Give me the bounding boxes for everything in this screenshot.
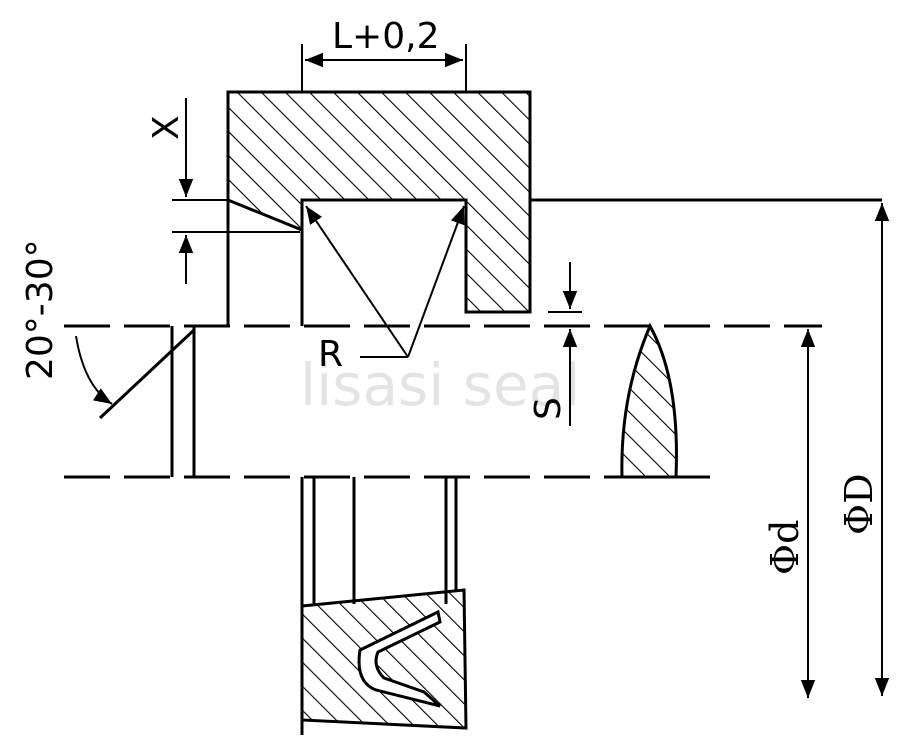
watermark: lisasi seal <box>300 351 580 419</box>
dim-d-label: Φd <box>763 520 807 575</box>
chamfer-angle-line <box>98 328 196 420</box>
dim-D-label: ΦD <box>837 473 881 535</box>
dim-radius-label: R <box>318 334 343 375</box>
seal-lip-section <box>620 322 678 479</box>
radius-leader-left <box>305 205 409 358</box>
dim-x-label: X <box>146 115 187 140</box>
u-seal-cross-section <box>300 588 468 730</box>
dim-s-label: S <box>528 397 569 420</box>
dim-length-label: L+0,2 <box>332 16 439 57</box>
angle-arc <box>75 335 113 405</box>
housing-section <box>226 90 532 314</box>
dim-angle-label: 20°-30° <box>20 239 61 380</box>
radius-leader-right <box>407 205 465 358</box>
